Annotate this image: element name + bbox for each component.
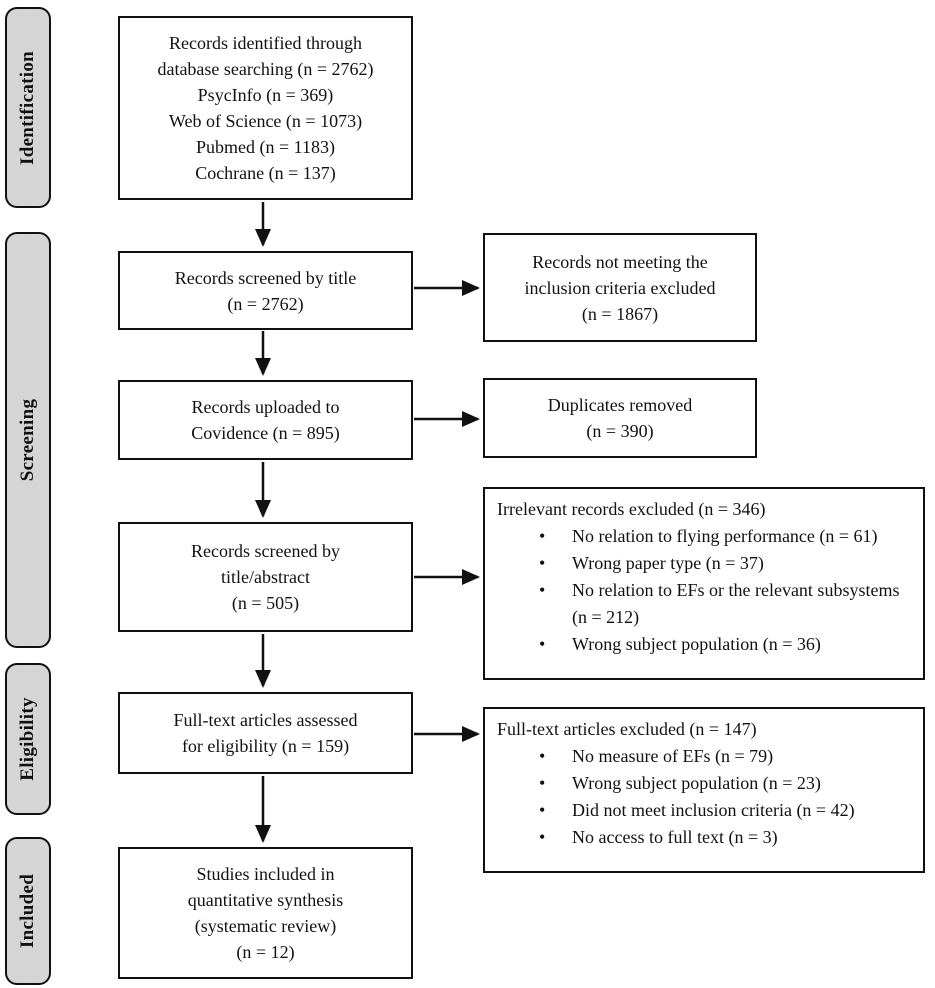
exclusion-box-irrelevant-records-list: No relation to flying performance (n = 6… <box>497 523 915 658</box>
flow-box-uploaded-covidence-text: Records uploaded to Covidence (n = 895) <box>191 397 340 443</box>
flow-box-records-identified: Records identified through database sear… <box>118 16 413 200</box>
stage-identification-label: Identification <box>17 50 38 165</box>
flow-box-studies-included-text: Studies included in quantitative synthes… <box>187 864 344 962</box>
exclusion-box-not-meeting-criteria-text: Records not meeting the inclusion criter… <box>524 251 716 324</box>
stage-included-label: Included <box>17 873 38 949</box>
exclusion-bullet: Wrong paper type (n = 37) <box>497 550 915 577</box>
exclusion-bullet: Did not meet inclusion criteria (n = 42) <box>497 797 915 824</box>
exclusion-bullet: Wrong subject population (n = 36) <box>497 631 915 658</box>
flow-box-screened-title-abstract: Records screened by title/abstract (n = … <box>118 522 413 632</box>
stage-screening: Screening <box>5 232 51 648</box>
exclusion-bullet: No access to full text (n = 3) <box>497 824 915 851</box>
exclusion-bullet: Wrong subject population (n = 23) <box>497 770 915 797</box>
stage-eligibility-label: Eligibility <box>17 697 38 781</box>
flow-box-screened-by-title-text: Records screened by title (n = 2762) <box>174 267 357 314</box>
stage-identification: Identification <box>5 7 51 208</box>
exclusion-bullet: No measure of EFs (n = 79) <box>497 743 915 770</box>
stage-screening-label: Screening <box>17 398 38 482</box>
flow-box-fulltext-assessed-text: Full-text articles assessed for eligibil… <box>173 710 358 756</box>
flow-box-screened-title-abstract-text: Records screened by title/abstract (n = … <box>191 541 340 613</box>
exclusion-bullet: No relation to EFs or the relevant subsy… <box>497 577 915 631</box>
exclusion-box-duplicates-removed: Duplicates removed (n = 390) <box>483 378 757 458</box>
exclusion-box-duplicates-removed-text: Duplicates removed (n = 390) <box>547 395 693 441</box>
flow-box-uploaded-covidence: Records uploaded to Covidence (n = 895) <box>118 380 413 460</box>
exclusion-box-not-meeting-criteria: Records not meeting the inclusion criter… <box>483 233 757 342</box>
flow-box-fulltext-assessed: Full-text articles assessed for eligibil… <box>118 692 413 774</box>
flow-box-records-identified-text: Records identified through database sear… <box>157 33 374 183</box>
exclusion-box-fulltext-excluded: Full-text articles excluded (n = 147) No… <box>483 707 925 873</box>
stage-eligibility: Eligibility <box>5 663 51 815</box>
exclusion-bullet: No relation to flying performance (n = 6… <box>497 523 915 550</box>
exclusion-box-fulltext-excluded-title: Full-text articles excluded (n = 147) <box>497 719 757 739</box>
flow-box-screened-by-title: Records screened by title (n = 2762) <box>118 251 413 330</box>
exclusion-box-irrelevant-records-title: Irrelevant records excluded (n = 346) <box>497 499 766 519</box>
exclusion-box-fulltext-excluded-list: No measure of EFs (n = 79) Wrong subject… <box>497 743 915 851</box>
stage-included: Included <box>5 837 51 985</box>
flow-box-studies-included: Studies included in quantitative synthes… <box>118 847 413 979</box>
exclusion-box-irrelevant-records: Irrelevant records excluded (n = 346) No… <box>483 487 925 680</box>
